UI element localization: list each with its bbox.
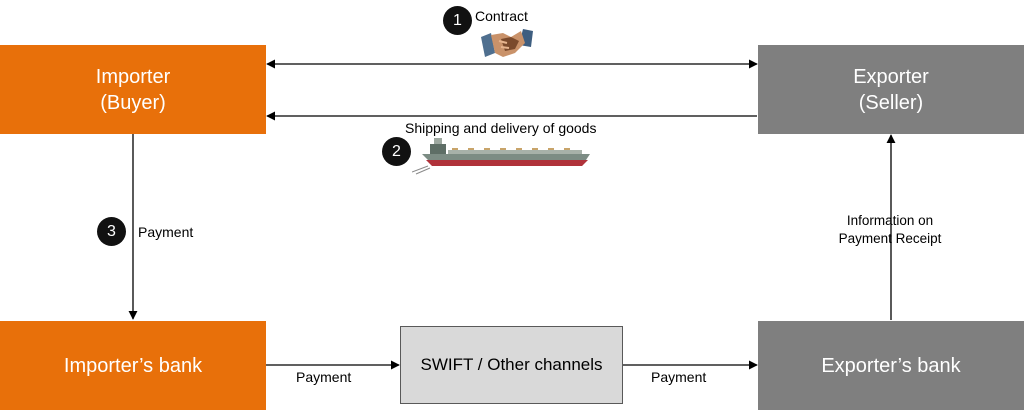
exporter-subtitle: (Seller) <box>858 91 924 114</box>
contract-label: Contract <box>475 8 528 24</box>
step-1-number: 1 <box>453 11 462 29</box>
info-line-1: Information on <box>846 213 934 228</box>
importer-title: Importer <box>95 65 171 88</box>
step-3-badge: 3 <box>97 217 126 246</box>
importer-bank-box: Importer’s bank <box>0 321 266 410</box>
exporter-box: Exporter (Seller) <box>758 45 1024 134</box>
cargo-ship-icon <box>412 138 590 175</box>
importer-bank-label: Importer’s bank <box>63 354 203 377</box>
handshake-icon <box>481 29 533 57</box>
exporter-bank-box: Exporter’s bank <box>758 321 1024 410</box>
payment-label: Payment <box>138 224 194 240</box>
exporter-title: Exporter <box>853 65 929 88</box>
shipping-label: Shipping and delivery of goods <box>405 120 597 136</box>
swift-box: SWIFT / Other channels <box>400 326 623 404</box>
info-line-2: Payment Receipt <box>838 231 942 246</box>
payment-to-swift-label: Payment <box>296 369 352 385</box>
step-1-badge: 1 <box>443 6 472 35</box>
importer-subtitle: (Buyer) <box>100 91 166 114</box>
payment-to-exporter-bank-label: Payment <box>651 369 707 385</box>
step-2-number: 2 <box>392 142 401 160</box>
importer-box: Importer (Buyer) <box>0 45 266 134</box>
exporter-bank-label: Exporter’s bank <box>821 354 961 377</box>
step-2-badge: 2 <box>382 137 411 166</box>
step-3-number: 3 <box>107 222 116 240</box>
swift-label: SWIFT / Other channels <box>420 355 603 374</box>
